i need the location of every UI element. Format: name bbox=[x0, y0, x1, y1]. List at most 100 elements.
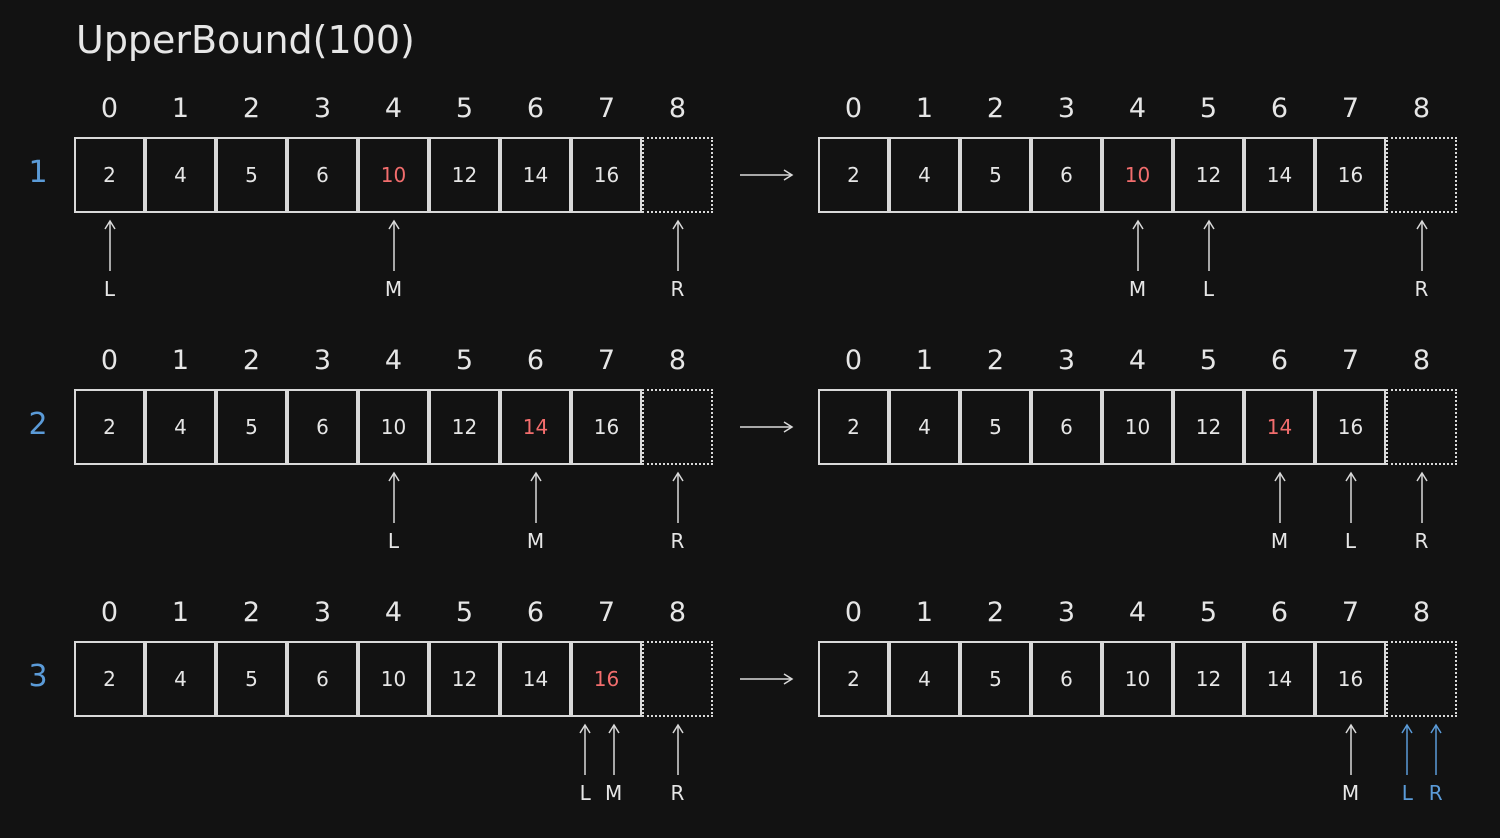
array-cell: 16 bbox=[571, 137, 642, 213]
pointer-label: L bbox=[1344, 529, 1357, 553]
array-cell-end-sentinel bbox=[642, 389, 713, 465]
index-label: 5 bbox=[455, 345, 474, 376]
index-label: 8 bbox=[668, 597, 687, 628]
index-label: 4 bbox=[1128, 93, 1147, 124]
index-label: 6 bbox=[1270, 345, 1289, 376]
index-label: 4 bbox=[384, 93, 403, 124]
array-cell: 2 bbox=[818, 389, 889, 465]
up-arrow-icon bbox=[1344, 471, 1357, 523]
pointer-m: M bbox=[599, 721, 629, 807]
index-label: 5 bbox=[1199, 597, 1218, 628]
step-number: 2 bbox=[28, 407, 48, 442]
pointer-r: R bbox=[663, 469, 693, 555]
index-label: 1 bbox=[171, 93, 190, 124]
array-cell: 6 bbox=[1031, 137, 1102, 213]
array-cell: 4 bbox=[889, 137, 960, 213]
array-cell: 6 bbox=[287, 641, 358, 717]
right-arrow-icon bbox=[740, 421, 794, 433]
array-cell: 12 bbox=[1173, 641, 1244, 717]
index-label: 1 bbox=[915, 597, 934, 628]
pointer-label: L bbox=[1202, 277, 1215, 301]
index-label: 4 bbox=[1128, 345, 1147, 376]
up-arrow-icon bbox=[1415, 471, 1428, 523]
index-label: 4 bbox=[384, 345, 403, 376]
array-cell: 2 bbox=[74, 137, 145, 213]
array-cell: 4 bbox=[889, 389, 960, 465]
index-label: 3 bbox=[313, 597, 332, 628]
array-cell: 2 bbox=[818, 137, 889, 213]
pointer-label: M bbox=[1128, 277, 1147, 301]
pointer-l: L bbox=[1392, 721, 1422, 807]
array-cell: 5 bbox=[216, 389, 287, 465]
index-label: 8 bbox=[668, 93, 687, 124]
index-label: 6 bbox=[526, 345, 545, 376]
pointer-label: M bbox=[526, 529, 545, 553]
index-label: 4 bbox=[384, 597, 403, 628]
array-cell: 12 bbox=[1173, 389, 1244, 465]
index-label: 2 bbox=[986, 93, 1005, 124]
array-cell: 6 bbox=[287, 389, 358, 465]
step-number: 1 bbox=[28, 155, 48, 190]
up-arrow-icon bbox=[671, 219, 684, 271]
array-cell-end-sentinel bbox=[642, 137, 713, 213]
index-label: 7 bbox=[597, 93, 616, 124]
array-cell: 4 bbox=[145, 137, 216, 213]
pointer-label: M bbox=[604, 781, 623, 805]
array-cell: 2 bbox=[74, 389, 145, 465]
index-label: 1 bbox=[915, 93, 934, 124]
up-arrow-icon bbox=[387, 219, 400, 271]
array-cell: 5 bbox=[960, 641, 1031, 717]
pointer-l: L bbox=[379, 469, 409, 555]
up-arrow-icon bbox=[607, 723, 620, 775]
up-arrow-icon bbox=[387, 471, 400, 523]
array-cell: 16 bbox=[1315, 389, 1386, 465]
pointer-l: L bbox=[1336, 469, 1366, 555]
index-label: 2 bbox=[986, 597, 1005, 628]
up-arrow-icon bbox=[529, 471, 542, 523]
array-cell: 16 bbox=[1315, 641, 1386, 717]
index-label: 7 bbox=[597, 345, 616, 376]
array-cell-end-sentinel bbox=[1386, 389, 1457, 465]
pointer-label: R bbox=[670, 277, 685, 301]
pointer-label: L bbox=[1401, 781, 1413, 805]
index-label: 8 bbox=[1412, 597, 1431, 628]
pointer-label: R bbox=[1414, 529, 1429, 553]
up-arrow-icon bbox=[1344, 723, 1357, 775]
index-label: 6 bbox=[1270, 597, 1289, 628]
up-arrow-icon bbox=[1273, 471, 1286, 523]
array-cell: 14 bbox=[500, 137, 571, 213]
array-cell: 6 bbox=[287, 137, 358, 213]
array-cell: 5 bbox=[960, 389, 1031, 465]
pointer-label: L bbox=[579, 781, 591, 805]
index-label: 0 bbox=[100, 93, 119, 124]
index-label: 2 bbox=[242, 597, 261, 628]
array-cell: 2 bbox=[74, 641, 145, 717]
array-cell: 10 bbox=[1102, 389, 1173, 465]
index-label: 8 bbox=[1412, 93, 1431, 124]
index-label: 7 bbox=[1341, 93, 1360, 124]
array-cell: 16 bbox=[1315, 137, 1386, 213]
pointer-m: M bbox=[1336, 721, 1366, 807]
array-cell-end-sentinel bbox=[1386, 137, 1457, 213]
pointer-m: M bbox=[1123, 217, 1153, 303]
pointer-m: M bbox=[379, 217, 409, 303]
array-cell: 14 bbox=[500, 389, 571, 465]
array-cell: 16 bbox=[571, 641, 642, 717]
index-label: 3 bbox=[1057, 93, 1076, 124]
array-cell: 10 bbox=[358, 389, 429, 465]
index-label: 5 bbox=[455, 597, 474, 628]
pointer-m: M bbox=[521, 469, 551, 555]
index-label: 7 bbox=[1341, 597, 1360, 628]
array-cell-end-sentinel bbox=[1386, 641, 1457, 717]
index-label: 0 bbox=[844, 345, 863, 376]
index-label: 2 bbox=[242, 93, 261, 124]
pointer-label: R bbox=[670, 529, 685, 553]
index-label: 3 bbox=[313, 93, 332, 124]
index-label: 5 bbox=[1199, 93, 1218, 124]
pointer-label: M bbox=[1270, 529, 1289, 553]
array-cell: 6 bbox=[1031, 389, 1102, 465]
index-label: 3 bbox=[1057, 597, 1076, 628]
